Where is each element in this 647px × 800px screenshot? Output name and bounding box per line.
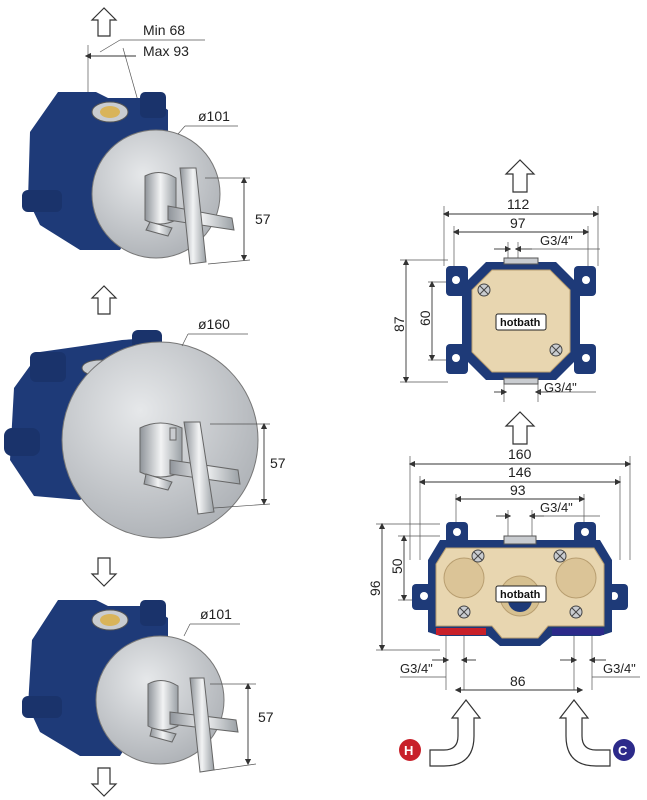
dia-mid-label: ø160 — [198, 316, 230, 332]
h-bot-label: 57 — [258, 709, 274, 725]
h-top-label: 57 — [255, 211, 271, 227]
plan-thread-right-label: G3/4" — [603, 661, 636, 676]
up-arrow-icon — [504, 411, 536, 445]
front-h2-label: 60 — [417, 310, 433, 326]
h-mid-label: 57 — [270, 455, 286, 471]
down-arrow-icon — [90, 767, 118, 797]
cold-label: C — [618, 743, 628, 758]
max-label: Max 93 — [143, 43, 189, 59]
front-thread-bot-label: G3/4" — [544, 380, 577, 395]
up-arrow-icon — [90, 7, 118, 37]
hot-badge — [399, 739, 421, 761]
plan-w2-label: 146 — [508, 464, 532, 480]
plan-h1-label: 96 — [367, 580, 383, 596]
cold-inlet-pipe — [558, 699, 611, 767]
dia-bot-label: ø101 — [200, 606, 232, 622]
dim-dia-mid: ø160 57 — [181, 316, 286, 509]
front-h1-label: 87 — [391, 316, 407, 332]
plan-thread-top-label: G3/4" — [540, 500, 573, 515]
min-max-dimension: Min 68 Max 93 — [84, 22, 205, 109]
plan-w3-label: 93 — [510, 482, 526, 498]
dim-dia-top: ø101 57 — [177, 108, 271, 265]
valve-unit-middle — [4, 330, 259, 539]
front-thread-top-label: G3/4" — [540, 233, 573, 248]
dim-dia-bot: ø101 57 — [183, 606, 274, 771]
brand-label: hotbath — [500, 317, 541, 329]
plan-w1-label: 160 — [508, 446, 532, 462]
valve-unit-top — [22, 92, 235, 265]
front-w2-label: 97 — [510, 215, 526, 231]
plan-view: 160 146 93 G3/4" 96 50 — [367, 446, 640, 767]
front-view: 112 97 G3/4" 87 60 hotbath — [391, 196, 600, 402]
min-label: Min 68 — [143, 22, 185, 38]
plan-h2-label: 50 — [389, 558, 405, 574]
valve-unit-bottom — [22, 600, 239, 773]
plan-spacing-label: 86 — [510, 673, 526, 689]
hot-inlet-pipe — [429, 699, 482, 767]
cold-badge — [613, 739, 635, 761]
hot-label: H — [404, 743, 413, 758]
brand-label: hotbath — [500, 589, 541, 601]
down-arrow-icon — [90, 557, 118, 587]
dia-top-label: ø101 — [198, 108, 230, 124]
up-arrow-icon — [504, 159, 536, 193]
plan-thread-left-label: G3/4" — [400, 661, 433, 676]
up-arrow-icon — [90, 285, 118, 315]
front-w1-label: 112 — [507, 196, 530, 212]
